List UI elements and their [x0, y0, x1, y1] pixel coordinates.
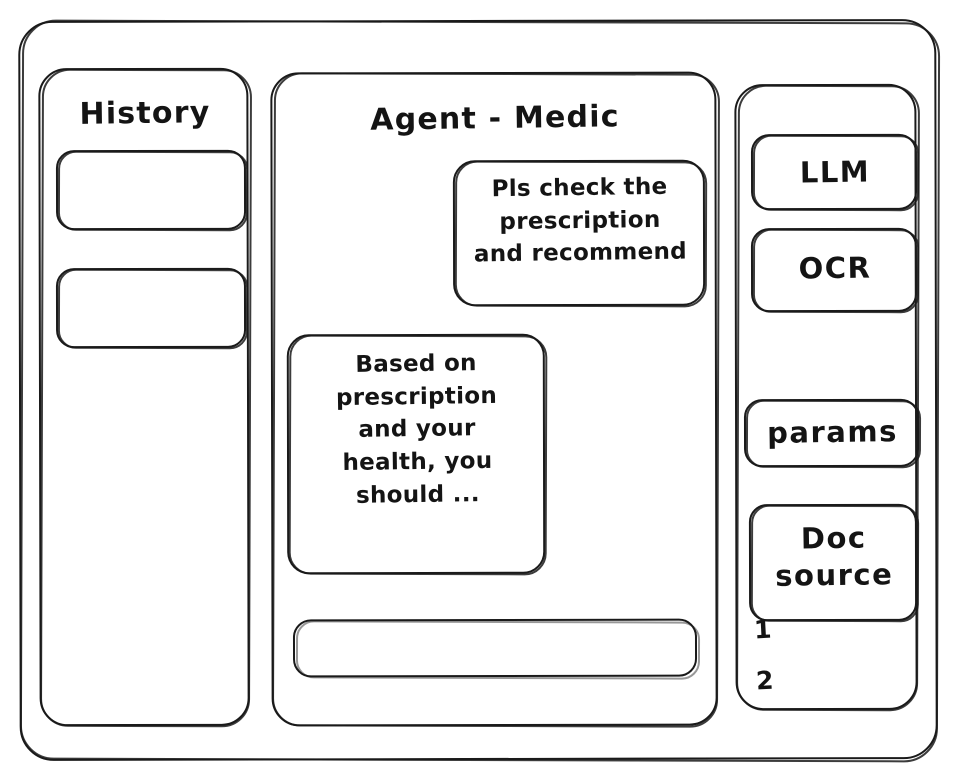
ocr-button-label: OCR: [798, 250, 872, 286]
doc-source-list-item-1[interactable]: 1: [753, 614, 773, 645]
history-panel-title: History: [79, 95, 211, 132]
user-message-text: Pls check the prescription and recommend: [473, 173, 688, 268]
history-item-2[interactable]: [57, 268, 247, 348]
agent-message-text: Based on prescription and your health, y…: [335, 350, 498, 509]
params-button-label: params: [766, 414, 899, 450]
history-item-1[interactable]: [57, 150, 247, 230]
llm-button-label: LLM: [799, 154, 871, 190]
message-input[interactable]: [294, 619, 698, 677]
doc-source-button-label: Doc source: [775, 520, 894, 593]
doc-source-list-item-2[interactable]: 2: [755, 665, 775, 696]
agent-panel-title: Agent - Medic: [370, 99, 620, 138]
